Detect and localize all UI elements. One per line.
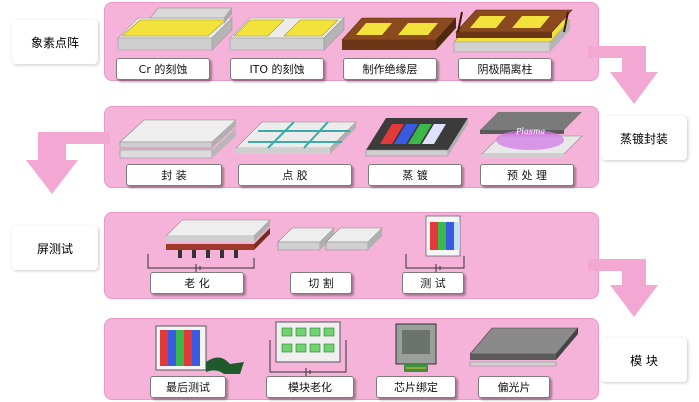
step-encapsulation: 封 装 — [126, 164, 222, 186]
step-pretreatment: 预 处 理 — [480, 164, 574, 186]
insulating-layer-illustration — [341, 17, 457, 50]
step-evaporation: 蒸 镀 — [368, 164, 462, 186]
flow-arrow-left-2 — [26, 132, 110, 194]
step-dispensing: 点 胶 — [238, 164, 352, 186]
step-insulating-layer: 制作绝缘层 — [343, 58, 437, 80]
evaporation-illustration — [365, 118, 468, 157]
flow-arrow-right-3 — [588, 259, 658, 317]
stage-label-screen-test: 屏测试 — [12, 226, 98, 270]
step-cr-etch: Cr 的刻蚀 — [116, 58, 210, 80]
cutting-illustration — [277, 227, 383, 251]
step-polarizer: 偏光片 — [478, 376, 550, 398]
polarizer-illustration — [469, 327, 579, 367]
final-test-illustration — [155, 325, 244, 374]
encapsulation-illustration — [119, 119, 237, 159]
plasma-label: Plasma — [515, 127, 545, 136]
flow-arrow-right-1 — [588, 46, 658, 104]
aging-illustration — [147, 219, 271, 272]
stage-label-pixel-matrix: 象素点阵 — [12, 20, 98, 64]
dispensing-illustration — [235, 121, 357, 154]
pretreatment-illustration: Plasma — [480, 112, 583, 158]
step-ito-etch: ITO 的刻蚀 — [230, 58, 324, 80]
step-module-aging: 模块老化 — [266, 376, 354, 398]
chip-bonding-illustration — [395, 323, 437, 372]
step-chip-bonding: 芯片绑定 — [376, 376, 456, 398]
step-final-test: 最后测试 — [150, 376, 226, 398]
cr-etch-illustration — [117, 7, 233, 51]
testing-illustration — [405, 215, 465, 272]
step-cutting: 切 割 — [290, 272, 352, 294]
step-cathode-separator: 阴极隔离柱 — [458, 58, 552, 80]
module-aging-illustration — [269, 321, 347, 376]
stage-label-evaporation-encapsulation: 蒸镀封装 — [601, 116, 687, 160]
ito-etch-illustration — [229, 17, 345, 51]
cathode-separator-illustration — [453, 9, 573, 53]
step-testing: 测 试 — [402, 272, 464, 294]
step-aging: 老 化 — [150, 272, 244, 294]
stage-label-module: 模 块 — [601, 338, 687, 382]
